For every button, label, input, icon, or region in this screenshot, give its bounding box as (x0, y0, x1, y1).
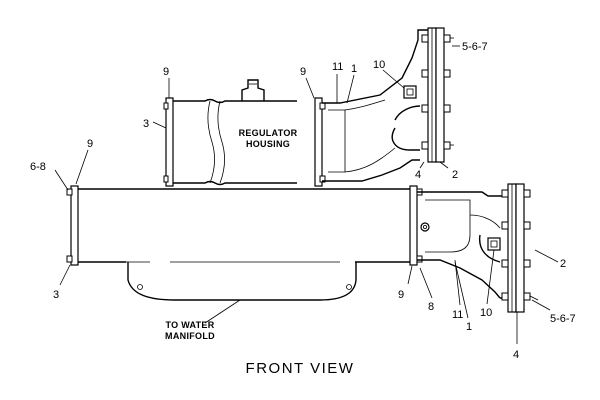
lower-square-plug (487, 237, 501, 251)
leader-lines (54, 45, 559, 344)
lower-elbow-bottom-edge (417, 259, 501, 299)
upper-elbow-mid-curve (391, 127, 420, 151)
upper-tube-bottom-edge (172, 180, 297, 186)
lower-right-flange-bolt-bottom (416, 255, 423, 263)
lower-elbow-drain-plug (420, 222, 430, 232)
upper-left-flange (165, 97, 174, 187)
label-8: 8 (428, 301, 434, 313)
upper-left-flange-bolt-bottom (163, 175, 169, 183)
lower-right-flange (409, 185, 418, 266)
lower-assembly (66, 183, 539, 313)
label-3-upper: 3 (143, 118, 149, 130)
label-10-lower: 10 (480, 307, 492, 319)
regulator-housing-caption-line1: REGULATOR (239, 128, 298, 138)
label-5-6-7-lower: 5-6-7 (550, 313, 576, 325)
upper-elbow-bottom-edge (322, 159, 420, 182)
lower-elbow-inner-curve (469, 214, 501, 229)
label-4-upper: 4 (415, 169, 421, 181)
lower-square-plug-inner (490, 240, 498, 248)
water-manifold-caption-line1: TO WATER (165, 320, 214, 330)
lower-left-flange-bolt-top (66, 188, 73, 196)
upper-right-flange (314, 97, 323, 187)
part-labels: 3 9 9 11 1 10 5-6-7 4 2 9 6-8 3 9 8 11 1… (30, 41, 576, 361)
upper-break-line-1 (207, 100, 215, 184)
label-3-lower: 3 (53, 289, 59, 301)
upper-vertical-flange-mate (435, 27, 445, 163)
label-2-lower: 2 (560, 258, 566, 270)
upper-vertical-flange-bolts (421, 34, 454, 150)
upper-elbow-top-edge (322, 29, 428, 104)
upper-elbow-mid-curve-top (394, 105, 421, 121)
label-10-upper: 10 (373, 59, 385, 71)
upper-square-plug (403, 85, 417, 99)
label-6-8: 6-8 (30, 161, 46, 173)
regulator-boss (241, 79, 265, 101)
label-11-upper: 11 (332, 61, 343, 73)
label-1-lower: 1 (466, 321, 472, 333)
label-9-lower-right: 9 (398, 289, 404, 301)
captions: REGULATOR HOUSING TO WATER MANIFOLD FRON… (165, 128, 355, 377)
label-11-lower: 11 (452, 309, 463, 321)
lower-elbow-mid-curve (478, 234, 501, 263)
upper-tube-top-edge (172, 98, 297, 104)
upper-break-line-2 (217, 100, 225, 184)
label-9-upper-right: 9 (300, 66, 306, 78)
upper-elbow-inner-panel (328, 109, 346, 173)
view-title: FRONT VIEW (246, 360, 355, 377)
upper-left-flange-bolt-top (163, 102, 169, 110)
lower-vertical-flange-mate (515, 183, 525, 313)
outlet-hole-right (346, 284, 352, 290)
lower-vertical-flange-bolts (501, 189, 539, 301)
upper-right-flange-bolt-bottom (319, 175, 326, 183)
upper-elbow-inner-curve (344, 99, 386, 111)
upper-right-flange-bolt-top (319, 102, 326, 110)
water-manifold-caption-line2: MANIFOLD (165, 331, 215, 341)
lower-elbow-top-edge (417, 191, 500, 197)
lower-elbow-inner-panel (425, 199, 471, 253)
upper-elbow-inner-curve-low (344, 147, 396, 173)
regulator-housing-caption-line2: HOUSING (246, 139, 290, 149)
label-4-lower: 4 (513, 349, 519, 361)
water-manifold-outlet (127, 262, 357, 301)
label-9-upper-left: 9 (163, 66, 169, 78)
label-9-lower-left: 9 (87, 138, 93, 150)
upper-assembly (163, 27, 454, 187)
lower-left-flange-bolt-bottom (66, 255, 73, 263)
label-2-upper: 2 (452, 169, 458, 181)
outlet-hole-left (137, 284, 143, 290)
upper-square-plug-inner (406, 88, 414, 96)
label-1-upper: 1 (351, 63, 357, 75)
label-5-6-7-upper: 5-6-7 (462, 41, 488, 53)
lower-left-flange (70, 185, 79, 266)
